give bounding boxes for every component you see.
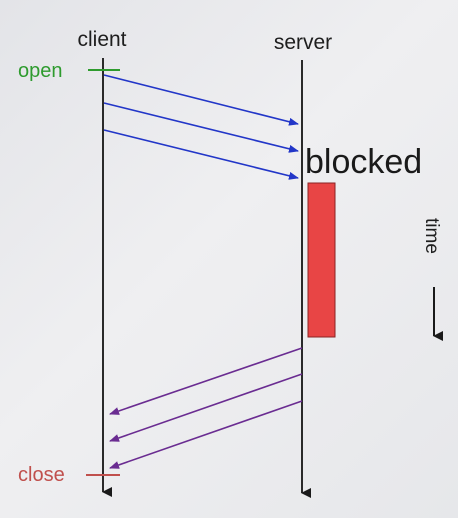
server-label: server xyxy=(274,31,332,54)
response-arrow-3 xyxy=(109,400,303,469)
close-label: close xyxy=(18,464,65,486)
blocked-label: blocked xyxy=(305,143,422,181)
time-label: time xyxy=(421,218,442,254)
blocked-bar xyxy=(307,182,336,338)
request-arrow-1 xyxy=(103,74,299,126)
request-arrow-3 xyxy=(103,129,299,180)
response-arrow-1 xyxy=(109,347,303,415)
response-arrow-2 xyxy=(109,373,303,442)
client-label: client xyxy=(77,28,126,51)
open-label: open xyxy=(18,60,63,82)
request-arrow-2 xyxy=(103,102,299,153)
